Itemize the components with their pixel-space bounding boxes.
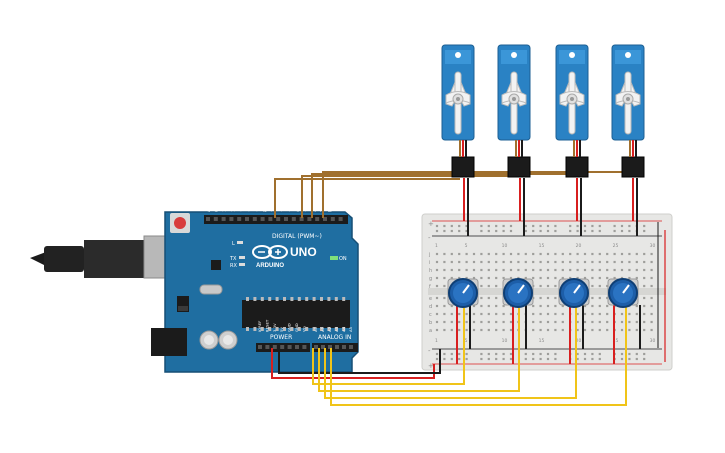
analog-pin-label: A0 [313, 326, 318, 332]
digital-pin-label: 13 [222, 206, 227, 212]
potentiometer[interactable] [447, 278, 479, 308]
led-l-label: L [232, 241, 235, 247]
rail-plus-bottom: + [428, 362, 434, 370]
row-letter: f [429, 284, 431, 290]
power-pin-label: GND [287, 323, 292, 332]
column-number: 25 [613, 243, 619, 249]
digital-label: DIGITAL (PWM~) [272, 233, 322, 240]
usb-plug [44, 246, 84, 272]
digital-header [204, 215, 348, 224]
power-pin-label: 5V [279, 327, 284, 332]
row-letter: b [429, 320, 432, 326]
analog-pin-label: A1 [320, 326, 325, 332]
atmega-chip [242, 300, 350, 328]
wire-5v [271, 348, 435, 379]
digital-pin-label: GND [214, 202, 219, 212]
row-letter: c [429, 312, 432, 318]
digital-pin-label: ~9 [255, 205, 260, 212]
rx-label: RX [230, 263, 237, 269]
analog-label: ANALOG IN [318, 334, 351, 341]
row-letter: a [429, 328, 432, 334]
led-tx [239, 256, 245, 259]
rail-minus-top: - [428, 234, 431, 242]
tx-label: TX [229, 256, 237, 262]
digital-pin-label: 8 [263, 209, 268, 212]
on-label: ON [339, 256, 347, 262]
servo-motor[interactable] [441, 44, 475, 178]
analog-pin-label: A3 [334, 326, 339, 332]
column-number: 20 [576, 243, 582, 249]
column-number: 30 [650, 243, 656, 249]
row-letter: j [428, 252, 430, 258]
digital-pin-label: 12 [230, 206, 235, 212]
wire-servo1-signal [274, 178, 460, 218]
wire-pot1 [312, 305, 465, 385]
servo-motor[interactable] [497, 44, 531, 178]
led-on [330, 256, 338, 260]
potentiometer[interactable] [607, 278, 639, 308]
digital-pin-label: RX 0 [328, 202, 333, 212]
row-letter: d [429, 304, 432, 310]
column-number: 10 [502, 338, 508, 344]
analog-pin-label: A2 [327, 326, 332, 332]
wire-pot2 [318, 305, 520, 392]
board-name: UNO [290, 245, 317, 259]
row-letter: e [429, 296, 432, 302]
digital-pin-label: ~10 [247, 203, 252, 212]
wire-servo2-signal [301, 175, 516, 218]
row-letter: i [429, 260, 430, 266]
column-number: 10 [502, 243, 508, 249]
usb-cable [30, 252, 46, 266]
digital-pin-label: 4 [295, 209, 300, 212]
potentiometers [447, 278, 639, 308]
digital-pin-label: TX 1 [319, 202, 324, 213]
led-rx [239, 263, 245, 266]
column-number: 1 [435, 243, 438, 249]
servo-motor[interactable] [611, 44, 645, 178]
column-number: 30 [650, 338, 656, 344]
wire-pot3 [324, 305, 577, 399]
power-pin-label: RESET [264, 319, 269, 332]
column-number: 1 [435, 338, 438, 344]
power-jack [151, 328, 187, 356]
potentiometer[interactable] [558, 278, 590, 308]
reset-button[interactable] [174, 217, 186, 229]
digital-pin-label: ~11 [238, 203, 243, 212]
digital-pin-label: AREF [206, 201, 211, 212]
column-number: 5 [465, 243, 468, 249]
row-letter: g [429, 276, 432, 282]
power-pin-label: IOREF [257, 321, 262, 332]
servos [441, 44, 645, 178]
power-pin-label: GND [294, 323, 299, 332]
wire-servo3-signal [311, 173, 572, 218]
arduino-logo [252, 245, 288, 259]
digital-pin-label: ~6 [279, 205, 284, 212]
digital-pin-label: ~3 [303, 205, 308, 212]
column-number: 25 [613, 338, 619, 344]
led-l [237, 241, 243, 244]
column-number: 20 [576, 338, 582, 344]
power-pin-label: Vin [301, 325, 306, 332]
power-pin-label: 3.3V [272, 323, 277, 332]
wire-gnd [278, 348, 441, 374]
column-number: 5 [465, 338, 468, 344]
rail-minus-bottom: - [428, 347, 431, 355]
column-number: 15 [539, 338, 545, 344]
row-letter: h [429, 268, 432, 274]
digital-pin-label: 2 [311, 209, 316, 212]
analog-pin-label: A4 [341, 326, 346, 332]
column-number: 15 [539, 243, 545, 249]
digital-pin-label: 7 [271, 209, 276, 212]
brand-label: ARDUINO [256, 263, 284, 269]
digital-pin-label: ~5 [287, 205, 292, 212]
rail-plus-top: + [428, 220, 434, 228]
power-label: POWER [270, 334, 292, 341]
potentiometer[interactable] [502, 278, 534, 308]
wire-pot4 [330, 305, 627, 406]
servo-motor[interactable] [555, 44, 589, 178]
analog-pin-label: A5 [348, 326, 353, 332]
